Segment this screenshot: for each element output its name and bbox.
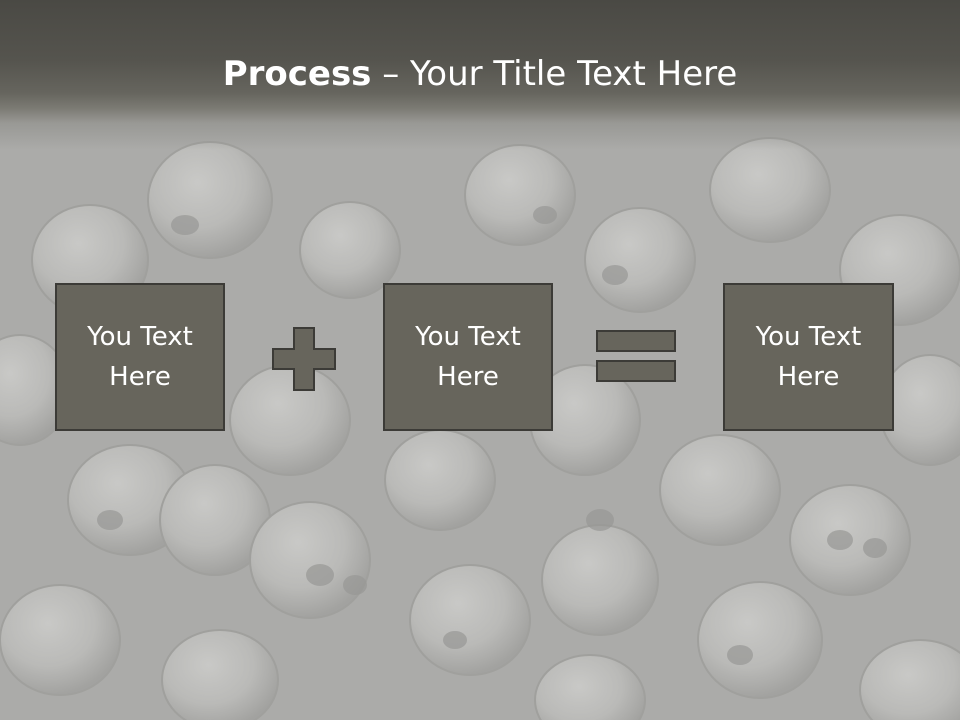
process-box-2[interactable]: You Text Here [383, 283, 553, 431]
slide-title: Process – Your Title Text Here [0, 52, 960, 96]
plus-icon [272, 327, 336, 391]
process-box-1[interactable]: You Text Here [55, 283, 225, 431]
process-box-3[interactable]: You Text Here [723, 283, 894, 431]
equals-icon [596, 330, 676, 382]
process-box-2-label: You Text Here [415, 322, 521, 392]
title-regular-text: – Your Title Text Here [371, 54, 738, 94]
title-bold-text: Process [222, 54, 372, 94]
title-bar [0, 0, 960, 150]
process-box-1-label: You Text Here [87, 322, 193, 392]
process-box-3-label: You Text Here [755, 322, 862, 392]
